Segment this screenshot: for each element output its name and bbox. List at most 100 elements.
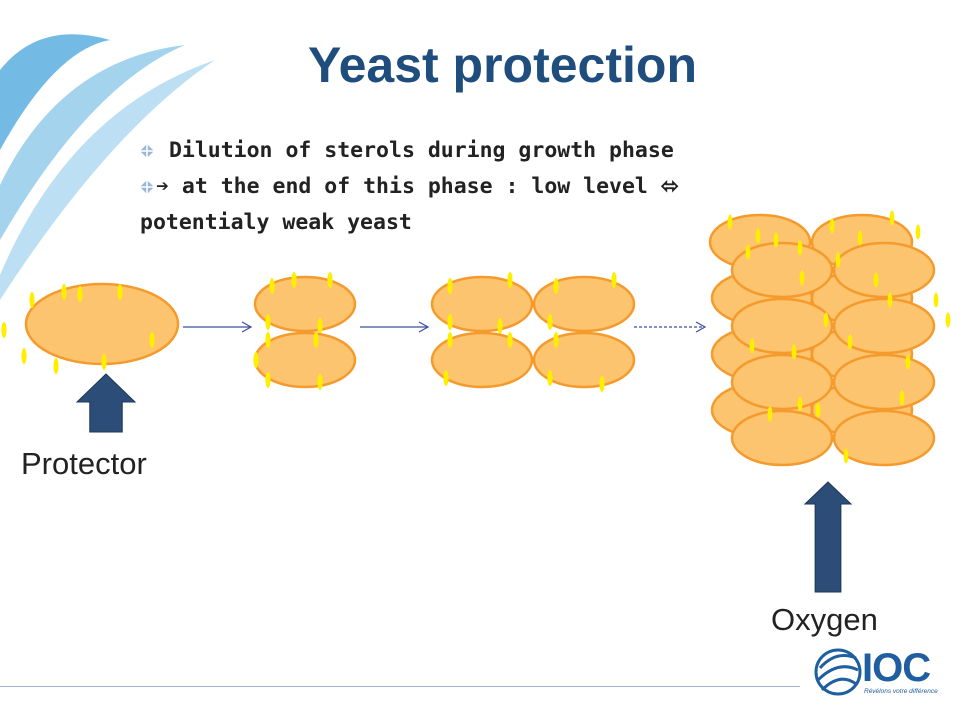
sterol-mark <box>443 370 449 386</box>
logo-swirl <box>820 677 857 692</box>
sterol-mark <box>727 214 733 230</box>
protector-label: Protector <box>21 446 147 481</box>
block-arrow-up-icon <box>75 373 137 433</box>
diamond-cross-icon <box>140 144 154 158</box>
yeast-cell <box>832 353 936 411</box>
yeast-cell <box>430 275 534 333</box>
sterol-mark <box>447 332 453 348</box>
yeast-cell <box>832 297 936 355</box>
sterol-mark <box>317 374 323 390</box>
sterol-mark <box>149 332 155 348</box>
sterol-mark <box>61 284 67 300</box>
growth-arrow-head <box>695 321 707 333</box>
yeast-cell <box>832 241 936 299</box>
sterol-mark <box>253 352 259 368</box>
sterol-mark <box>317 318 323 334</box>
sterol-mark <box>327 272 333 288</box>
sterol-mark <box>843 448 849 464</box>
sterol-mark <box>905 354 911 370</box>
sterol-mark <box>889 210 895 226</box>
yeast-cell <box>832 409 936 467</box>
yeast-cell <box>730 241 834 299</box>
bullet-list: Dilution of sterols during growth phase … <box>140 133 840 241</box>
sterol-mark <box>265 372 271 388</box>
sterol-mark <box>553 278 559 294</box>
growth-arrow-head <box>418 321 430 333</box>
yeast-cell <box>430 331 534 389</box>
sterol-mark <box>21 348 27 364</box>
sterol-mark <box>507 332 513 348</box>
diamond-cross-icon <box>140 180 154 194</box>
sterol-mark <box>507 272 513 288</box>
sterol-mark <box>815 402 821 418</box>
yeast-cells <box>1 210 951 467</box>
footer-divider <box>0 686 800 687</box>
logo-swirl <box>818 654 857 670</box>
sterol-mark <box>835 252 841 268</box>
sterol-mark <box>29 292 35 308</box>
sterol-mark <box>269 278 275 294</box>
sterol-mark <box>823 312 829 328</box>
sterol-mark <box>447 278 453 294</box>
growth-arrow-head <box>241 321 253 333</box>
bullet-item: ➔ at the end of this phase : low level ⬄ <box>140 169 840 205</box>
yeast-cell <box>24 282 180 366</box>
sterol-mark <box>547 314 553 330</box>
sterol-mark <box>117 284 123 300</box>
sterol-mark <box>101 354 107 370</box>
swoosh-band <box>0 45 185 240</box>
sterol-mark <box>53 358 59 374</box>
logo-text: IOC <box>862 646 931 690</box>
oxygen-label: Oxygen <box>771 602 878 637</box>
sterol-mark <box>547 370 553 386</box>
sterol-mark <box>599 376 605 392</box>
sterol-mark <box>773 232 779 248</box>
sterol-mark <box>847 334 853 350</box>
sterol-mark <box>291 272 297 288</box>
sterol-mark <box>755 228 761 244</box>
sterol-mark <box>873 272 879 288</box>
swoosh-band <box>0 34 110 150</box>
bullet-text: Dilution of sterols during growth phase <box>156 138 674 163</box>
sterol-mark <box>945 312 951 328</box>
bullet-item: Dilution of sterols during growth phase <box>140 133 840 169</box>
sterol-mark <box>767 406 773 422</box>
yeast-cell <box>730 353 834 411</box>
yeast-cell <box>730 297 834 355</box>
yeast-cell <box>532 331 636 389</box>
sterol-mark <box>933 292 939 308</box>
logo-swirl <box>816 665 859 682</box>
sterol-mark <box>791 344 797 360</box>
decorative-swoosh <box>0 34 215 300</box>
bullet-text: ➔ at the end of this phase : low level ⬄ <box>156 174 679 199</box>
logo-globe <box>814 648 862 696</box>
sterol-mark <box>447 314 453 330</box>
sterol-mark <box>611 272 617 288</box>
sterol-mark <box>553 332 559 348</box>
sterol-mark <box>829 218 835 234</box>
sterol-mark <box>77 286 83 302</box>
sterol-mark <box>799 270 805 286</box>
ioc-logo-icon <box>814 648 862 696</box>
sterol-mark <box>915 224 921 240</box>
sterol-mark <box>857 230 863 246</box>
page-title: Yeast protection <box>308 37 697 93</box>
sterol-mark <box>1 322 7 338</box>
sterol-mark <box>887 292 893 308</box>
sterol-mark <box>497 318 503 334</box>
sterol-mark <box>745 244 751 260</box>
yeast-cell <box>532 275 636 333</box>
logo-tagline: Révélons votre différence <box>864 688 938 695</box>
sterol-mark <box>265 314 271 330</box>
growth-arrows <box>183 321 707 333</box>
sterol-mark <box>797 396 803 412</box>
yeast-cell <box>730 409 834 467</box>
sterol-mark <box>899 390 905 406</box>
sterol-mark <box>797 240 803 256</box>
block-arrow-up-icon <box>803 481 853 593</box>
sterol-mark <box>313 332 319 348</box>
bullet-continuation: potentialy weak yeast <box>140 210 412 235</box>
sterol-mark <box>749 338 755 354</box>
input-arrows <box>75 373 853 593</box>
